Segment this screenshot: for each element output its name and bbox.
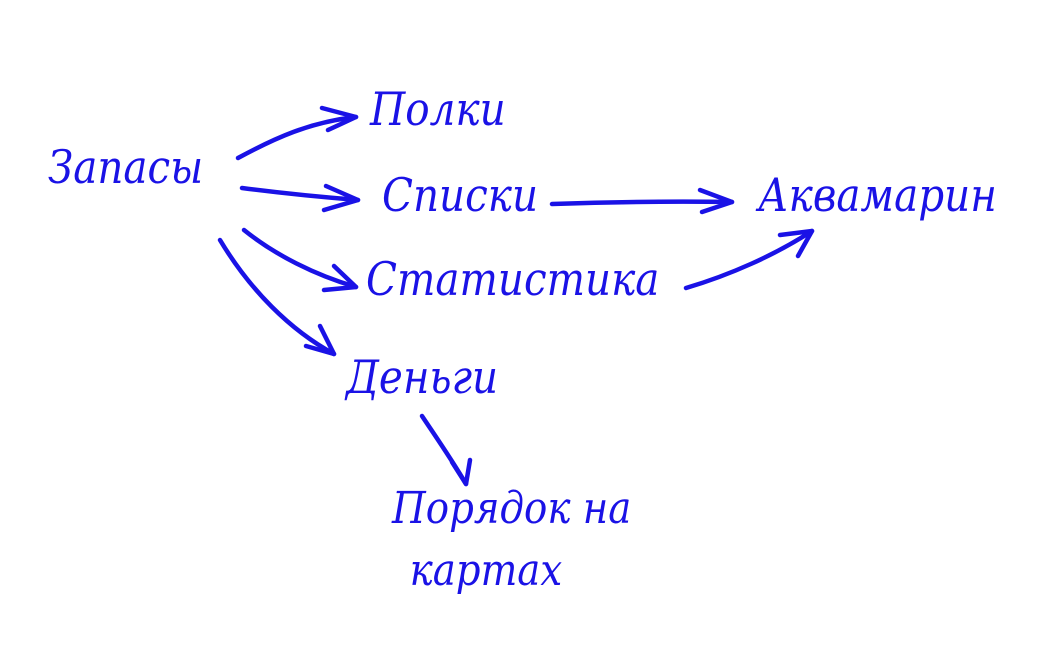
edge-zapasy-statistika [241,227,359,293]
node-poryadok-line2: картах [409,545,563,596]
node-spiski: Списки [382,168,539,222]
edge-zapasy-polki [235,105,359,161]
node-akvamarin: Аквамарин [758,168,997,222]
edge-statistika-akvamarin [683,228,815,291]
node-statistika: Статистика [366,252,660,306]
node-polki: Полки [370,82,506,136]
node-dengi: Деньги [346,350,499,404]
edge-dengi-poryadok [419,413,473,487]
edge-zapasy-spiski [239,183,361,213]
node-zapasy: Запасы [48,140,204,194]
node-poryadok-line1: Порядок на [392,483,632,534]
edge-spiski-akvamarin [549,187,735,215]
edge-zapasy-dengi [217,237,337,357]
node-poryadok-na-kartakh: Порядок на картах [392,478,631,602]
